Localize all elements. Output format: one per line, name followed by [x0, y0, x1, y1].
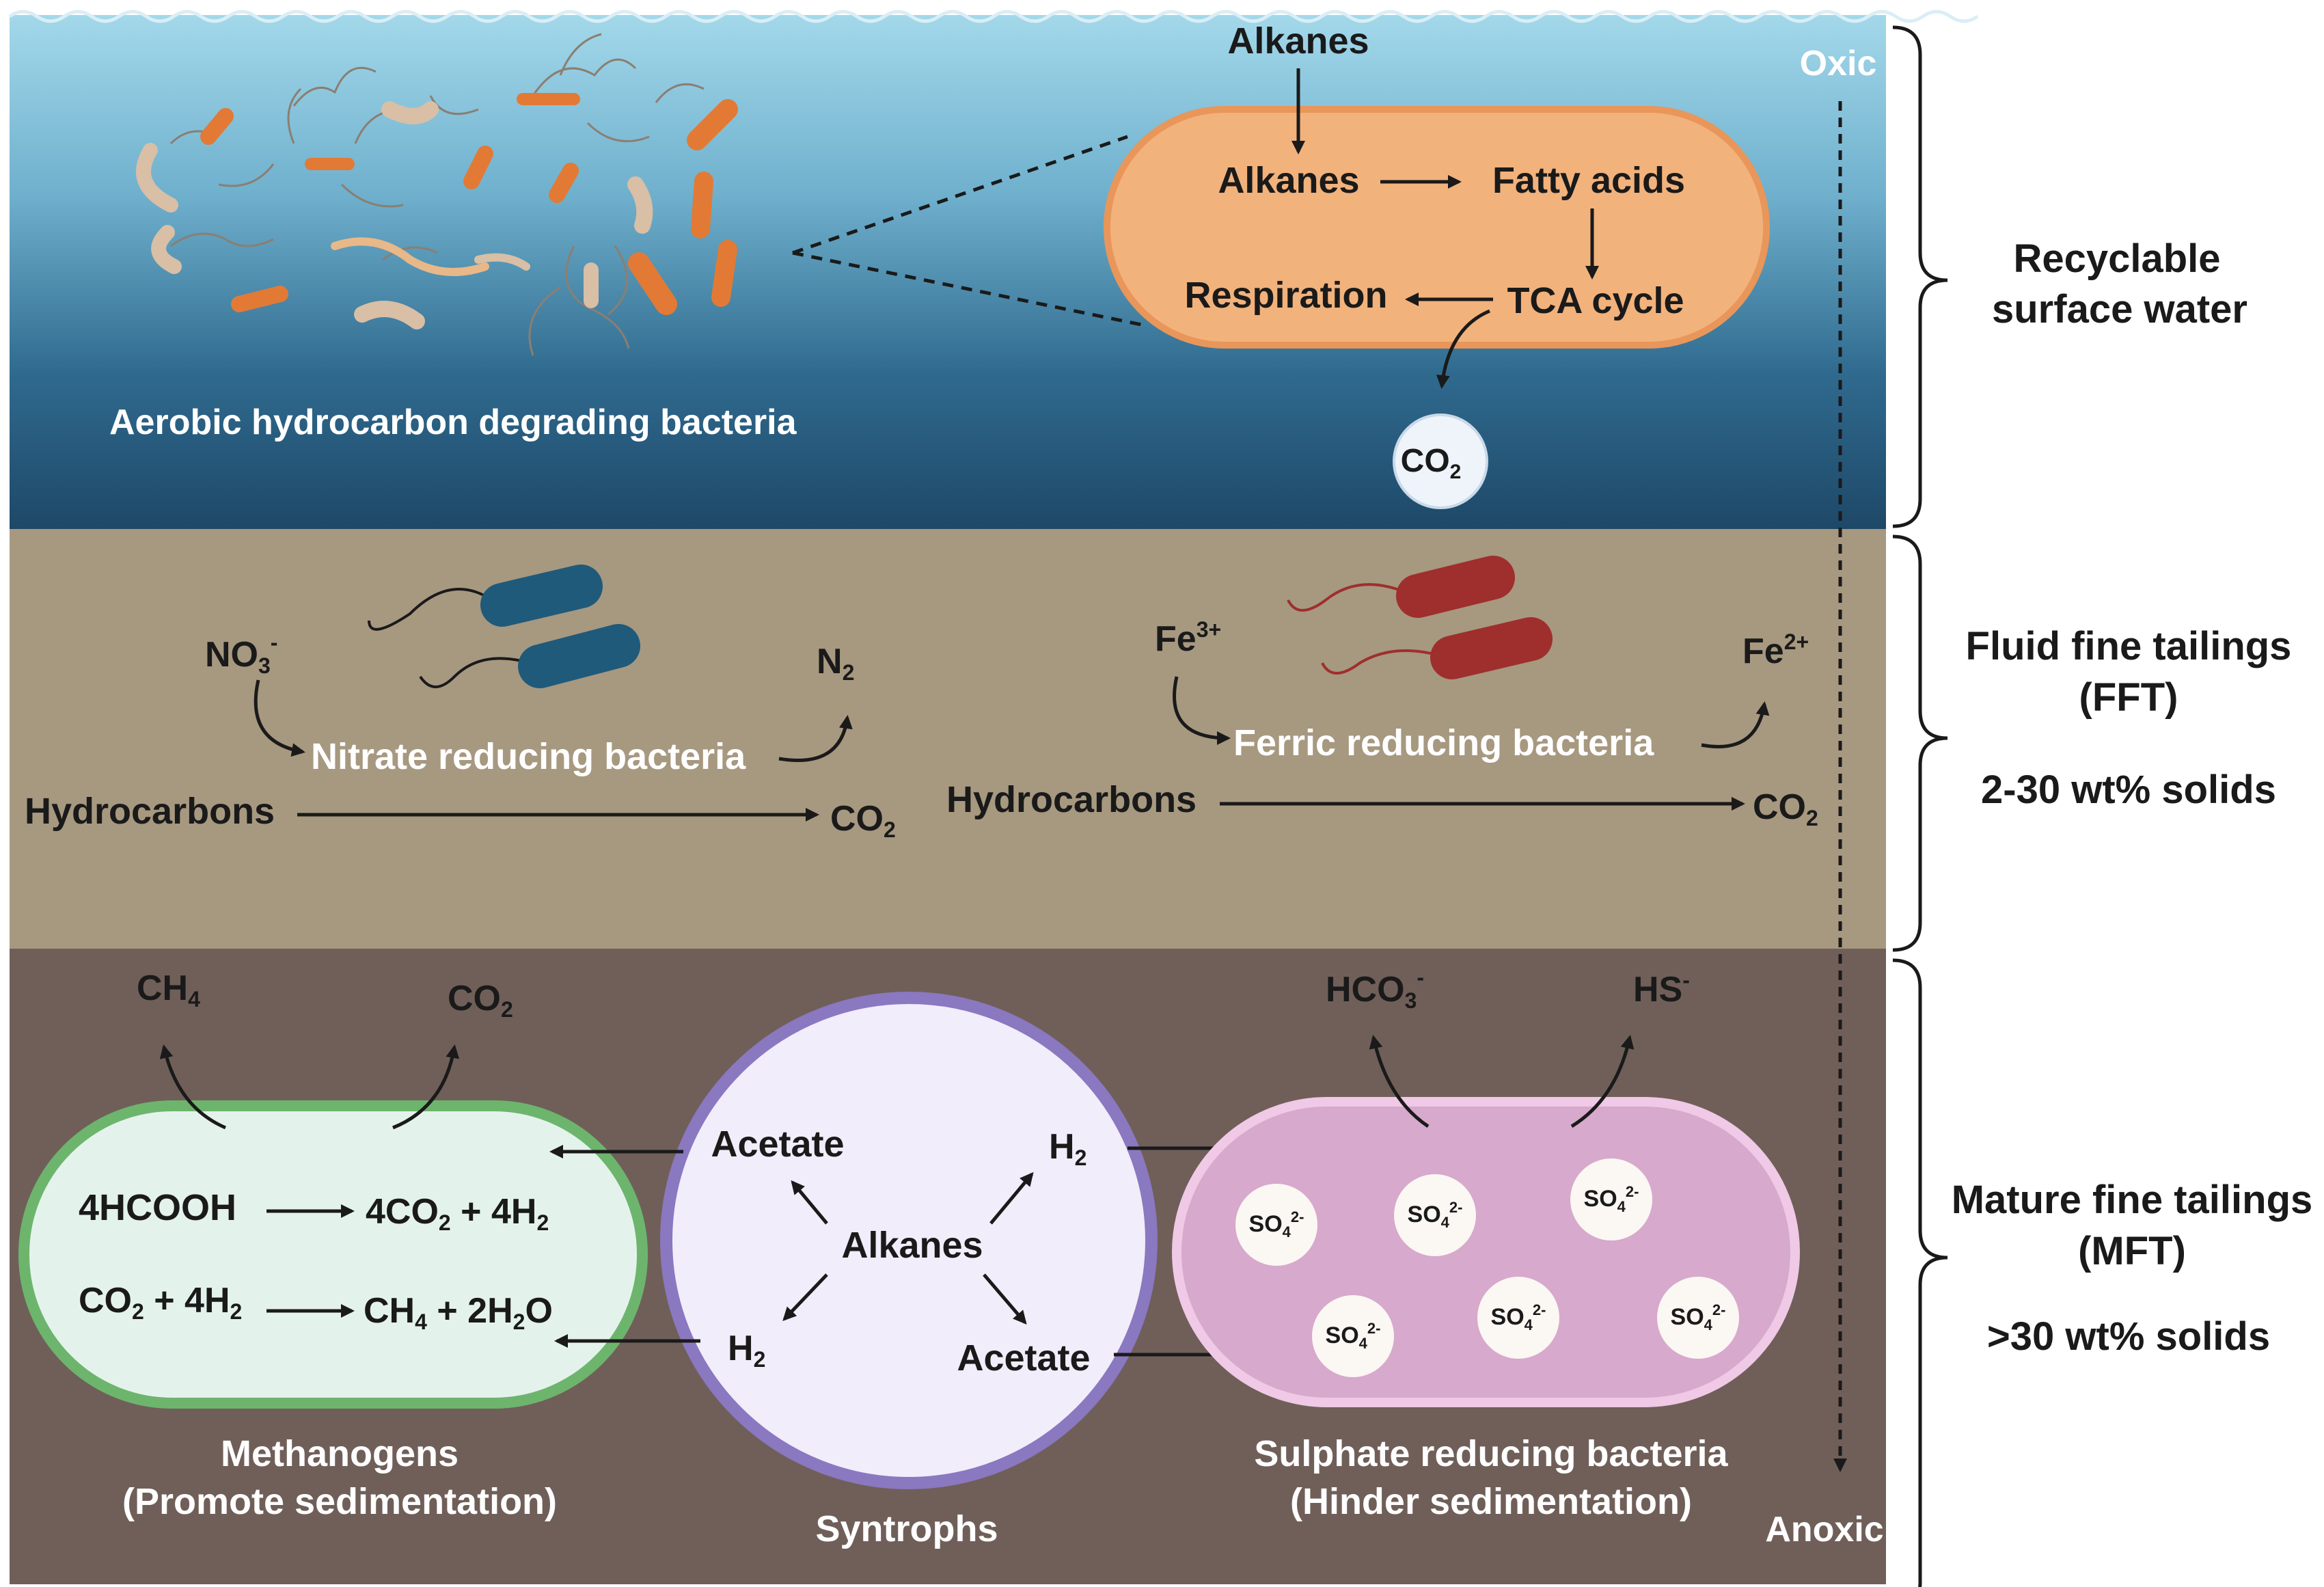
fe3-to-bacteria-arrow: [1173, 676, 1231, 745]
node-fatty-acids: Fatty acids: [1492, 160, 1685, 201]
aerobic-bacteria-illustration: [136, 33, 738, 356]
hydrocarbons-left-label: Hydrocarbons: [25, 791, 275, 832]
methanogens-cell: [18, 1100, 648, 1409]
reaction-2-right: CH4 + 2H2O: [364, 1291, 553, 1334]
fft-label-line2: (FFT): [2079, 675, 2178, 720]
hco3-output-label: HCO3-: [1326, 965, 1424, 1013]
syntrophs-label: Syntrophs: [815, 1508, 998, 1549]
reaction-1-right: 4CO2 + 4H2: [366, 1192, 549, 1235]
node-respiration: Respiration: [1184, 275, 1387, 316]
oxic-label: Oxic: [1800, 44, 1877, 83]
mft-brace: [1892, 958, 1948, 1587]
mft-label-line3: >30 wt% solids: [1987, 1314, 2270, 1359]
fft-label-line1: Fluid fine tailings: [1966, 624, 2292, 668]
oxygen-gradient: Oxic Anoxic: [1765, 44, 1883, 1549]
no3-to-bacteria-arrow: [254, 679, 305, 757]
syntroph-alkanes: Alkanes: [841, 1225, 983, 1266]
fft-layer: NO3- Nitrate reducing bacteria N2 Hydroc…: [10, 529, 1886, 949]
fft-label-line3: 2-30 wt% solids: [1981, 768, 2276, 812]
fft-background: [10, 529, 1886, 949]
hydrocarbons-right-label: Hydrocarbons: [946, 779, 1197, 820]
fe3-label: Fe3+: [1155, 617, 1221, 659]
syntroph-h2-top: H2: [1049, 1127, 1086, 1170]
bacteria-to-n2-arrow: [778, 715, 853, 762]
water-surface-ripple: [8, 10, 1979, 23]
fe2-label: Fe2+: [1742, 629, 1809, 671]
no3-label: NO3-: [205, 630, 277, 678]
methanogen-to-co2-arrow: [392, 1044, 460, 1130]
reaction-2-left: CO2 + 4H2: [79, 1281, 242, 1324]
alkane-pathway-inset: Alkanes Alkanes Fatty acids TCA cycle Re…: [1104, 21, 1770, 389]
alkanes-to-h2-bottom-arrow: [782, 1273, 828, 1321]
side-labels: Recyclable surface water Fluid fine tail…: [1892, 25, 2313, 1587]
fft-brace: [1892, 534, 1948, 952]
node-tca-cycle: TCA cycle: [1507, 280, 1684, 321]
bacteria-to-fe2-arrow: [1701, 701, 1770, 748]
syntroph-h2-bottom: H2: [728, 1329, 765, 1372]
co2-right-label: CO2: [1753, 787, 1818, 830]
svg-text:SO42-: SO42-: [1249, 1208, 1304, 1240]
sulphate-particle: SO42-: [1394, 1174, 1476, 1256]
srb-label: Sulphate reducing bacteria: [1254, 1433, 1728, 1474]
sulphate-particle: SO42-: [1570, 1158, 1652, 1240]
anoxic-label: Anoxic: [1765, 1510, 1883, 1549]
srb-to-hs-arrow: [1570, 1035, 1635, 1128]
svg-text:SO42-: SO42-: [1671, 1301, 1726, 1333]
zoom-line-top: [792, 135, 1128, 255]
alkanes-to-acetate-bottom-arrow: [983, 1273, 1027, 1325]
srb-sublabel: (Hinder sedimentation): [1290, 1481, 1692, 1522]
surface-label-line2: surface water: [1992, 287, 2247, 331]
nitrate-bacteria-illustration: [368, 565, 640, 688]
aerobic-cell: [1104, 106, 1770, 349]
svg-text:CO2: CO2: [1401, 443, 1462, 483]
co2-bubble: CO2: [1393, 413, 1488, 509]
n2-label: N2: [817, 642, 854, 685]
alkanes-to-h2-top-arrow: [989, 1171, 1034, 1225]
ferric-bacteria-illustration: [1287, 556, 1553, 679]
co2-output-label: CO2: [448, 979, 513, 1022]
syntroph-acetate-bottom: Acetate: [957, 1338, 1090, 1379]
surface-brace: [1892, 25, 1948, 528]
alkanes-to-acetate-arrow: [791, 1180, 828, 1225]
mft-label-line1: Mature fine tailings: [1952, 1178, 2313, 1222]
syntroph-acetate-top: Acetate: [711, 1124, 844, 1165]
sulphate-particle: SO42-: [1312, 1295, 1394, 1377]
svg-text:SO42-: SO42-: [1491, 1301, 1546, 1333]
aerobic-bacteria-caption: Aerobic hydrocarbon degrading bacteria: [109, 403, 797, 442]
sulphate-particle: SO42-: [1235, 1184, 1317, 1266]
svg-text:SO42-: SO42-: [1326, 1320, 1381, 1352]
mft-label-line2: (MFT): [2078, 1229, 2186, 1273]
sulphate-particle: SO42-: [1657, 1277, 1739, 1359]
mft-layer: CH4 CO2 4HCOOH 4CO2 + 4H2 CO2 + 4H2 CH4 …: [10, 949, 1886, 1584]
zoom-line-bottom: [792, 251, 1142, 327]
methanogen-to-ch4-arrow: [159, 1044, 226, 1130]
co2-left-label: CO2: [830, 799, 896, 842]
surface-water-layer: Aerobic hydrocarbon degrading bacteria A…: [8, 10, 1979, 529]
hs-output-label: HS-: [1633, 968, 1690, 1009]
methanogens-label: Methanogens: [221, 1433, 459, 1474]
node-alkanes: Alkanes: [1218, 160, 1359, 201]
svg-text:SO42-: SO42-: [1408, 1199, 1463, 1231]
sulphate-particles: SO42- SO42- SO42- SO42- SO42- SO42-: [1235, 1158, 1739, 1377]
tca-to-co2-arrow: [1436, 309, 1490, 389]
svg-text:SO42-: SO42-: [1584, 1183, 1639, 1215]
nitrate-bacteria-label: Nitrate reducing bacteria: [311, 736, 746, 777]
srb-to-hco3-arrow: [1369, 1035, 1430, 1128]
methanogens-sublabel: (Promote sedimentation): [122, 1481, 557, 1522]
sulphate-particle: SO42-: [1477, 1277, 1559, 1359]
alkanes-input-label: Alkanes: [1227, 21, 1369, 62]
syntrophs-cell: [660, 992, 1158, 1489]
reaction-1-left: 4HCOOH: [79, 1187, 236, 1228]
ferric-bacteria-label: Ferric reducing bacteria: [1233, 722, 1654, 763]
surface-label-line1: Recyclable: [2013, 236, 2220, 281]
ch4-output-label: CH4: [137, 968, 200, 1012]
